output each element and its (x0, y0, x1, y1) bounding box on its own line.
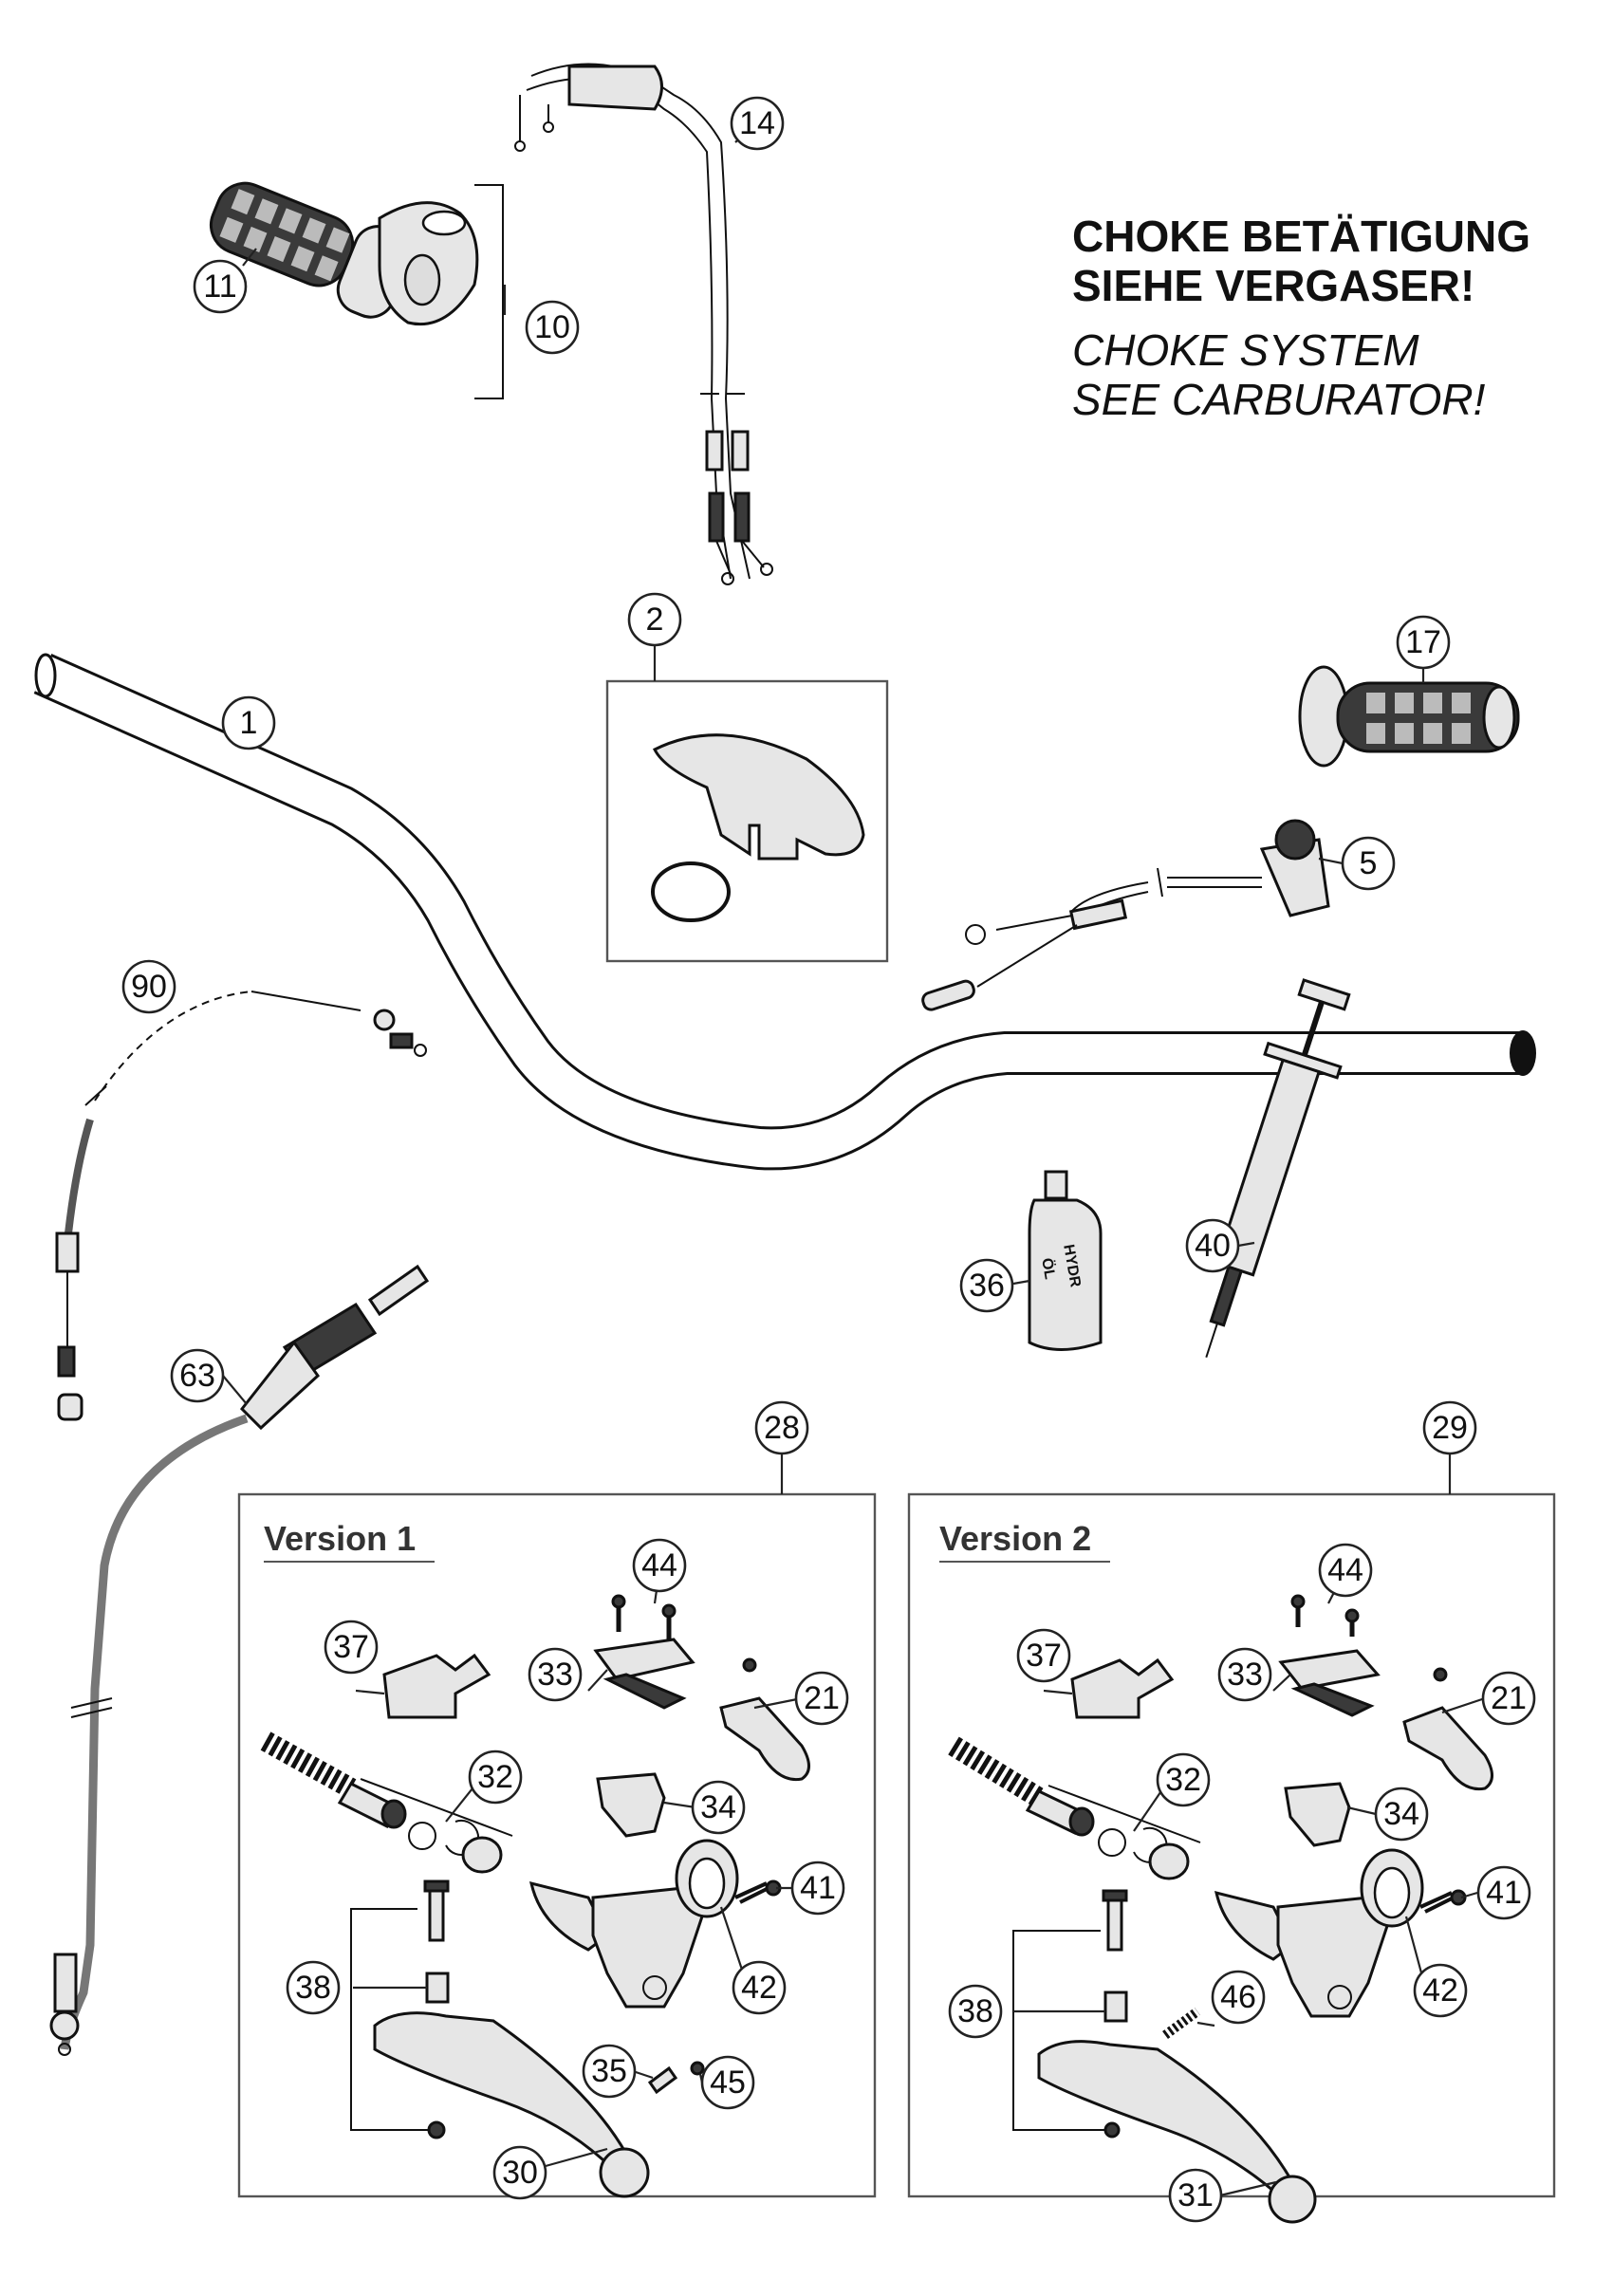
v1-callout-30: 30 (492, 2145, 547, 2200)
bottle-label-line2: ÖL (1038, 1256, 1060, 1280)
kill-switch-drawing (921, 819, 1330, 1011)
v2-callout-46: 46 (1211, 1970, 1266, 2025)
svg-text:34: 34 (1383, 1796, 1419, 1832)
svg-text:31: 31 (1177, 2177, 1214, 2213)
callout-63: 63 (170, 1348, 225, 1403)
svg-text:21: 21 (1491, 1680, 1527, 1716)
callout-29: 29 (1422, 1400, 1477, 1455)
callout-90: 90 (121, 959, 176, 1014)
svg-text:21: 21 (804, 1680, 840, 1716)
callout-11: 11 (193, 259, 248, 314)
v1-callout-44: 44 (632, 1538, 687, 1593)
svg-text:45: 45 (710, 2065, 746, 2101)
v2-callout-41: 41 (1476, 1865, 1531, 1920)
svg-text:14: 14 (739, 105, 775, 141)
svg-text:33: 33 (537, 1657, 573, 1693)
leader-lines (222, 122, 1486, 2197)
version2-label: Version 2 (939, 1519, 1091, 1558)
v2-callout-31: 31 (1168, 2168, 1223, 2223)
svg-text:63: 63 (179, 1358, 215, 1394)
throttle-cables-drawing (514, 63, 773, 585)
syringe-drawing (1205, 978, 1351, 1359)
svg-text:38: 38 (957, 1993, 993, 2029)
v1-callout-21: 21 (794, 1671, 849, 1726)
version2-box (907, 1492, 1556, 2198)
hydraulic-line-drawing (49, 1264, 430, 2056)
svg-text:44: 44 (1327, 1552, 1363, 1588)
right-grip-drawing (1298, 665, 1520, 768)
v2-callout-21: 21 (1481, 1671, 1536, 1726)
v2-callout-37: 37 (1016, 1628, 1071, 1683)
note-german-line2: SIEHE VERGASER! (1072, 261, 1474, 310)
callout-14: 14 (730, 96, 785, 151)
v1-callout-41: 41 (790, 1861, 845, 1916)
svg-text:1: 1 (240, 705, 258, 741)
svg-text:29: 29 (1432, 1410, 1468, 1446)
note-english-line2: SEE CARBURATOR! (1072, 375, 1486, 424)
svg-text:46: 46 (1220, 1979, 1256, 2015)
svg-text:40: 40 (1195, 1228, 1231, 1264)
svg-text:32: 32 (477, 1759, 513, 1795)
svg-text:41: 41 (1486, 1875, 1522, 1911)
svg-text:2: 2 (646, 602, 664, 638)
svg-text:5: 5 (1360, 845, 1378, 881)
svg-text:42: 42 (1422, 1972, 1458, 2009)
v1-callout-33: 33 (528, 1647, 583, 1702)
v1-callout-37: 37 (324, 1620, 379, 1675)
callout-10: 10 (525, 300, 580, 355)
callout-5: 5 (1341, 836, 1396, 891)
v2-callout-42: 42 (1413, 1963, 1468, 2018)
svg-text:35: 35 (591, 2053, 627, 2089)
svg-text:28: 28 (764, 1410, 800, 1446)
callout-2: 2 (627, 592, 682, 647)
svg-text:90: 90 (131, 969, 167, 1005)
v1-callout-32: 32 (468, 1750, 523, 1805)
handlebar-pad-drawing (605, 679, 889, 963)
svg-text:38: 38 (295, 1970, 331, 2006)
svg-text:17: 17 (1405, 624, 1441, 660)
v1-callout-42: 42 (732, 1960, 787, 2015)
version1-label: Version 1 (264, 1519, 416, 1558)
v1-callout-34: 34 (691, 1780, 746, 1835)
handlebar-drawing (33, 653, 1536, 1171)
svg-text:44: 44 (641, 1547, 677, 1583)
v2-callout-34: 34 (1374, 1787, 1429, 1842)
svg-text:37: 37 (333, 1629, 369, 1665)
v1-callout-38: 38 (286, 1960, 341, 2015)
note-german-line1: CHOKE BETÄTIGUNG (1072, 212, 1530, 261)
callout-28: 28 (754, 1400, 809, 1455)
v2-callout-33: 33 (1217, 1647, 1272, 1702)
note-english-line1: CHOKE SYSTEM (1072, 325, 1419, 375)
svg-text:34: 34 (700, 1789, 736, 1825)
svg-text:36: 36 (969, 1268, 1005, 1304)
svg-text:32: 32 (1165, 1762, 1201, 1798)
v2-callout-38: 38 (948, 1984, 1003, 2039)
v1-callout-45: 45 (700, 2055, 755, 2110)
svg-text:37: 37 (1026, 1638, 1062, 1674)
callout-40: 40 (1185, 1218, 1240, 1273)
choke-cable-drawing (55, 991, 427, 1421)
v1-callout-35: 35 (582, 2044, 637, 2099)
svg-text:42: 42 (741, 1970, 777, 2006)
v2-callout-44: 44 (1318, 1543, 1373, 1598)
v2-callout-32: 32 (1156, 1752, 1211, 1807)
version1-parts-drawing (260, 1594, 810, 2198)
throttle-grip-drawing (209, 181, 504, 399)
svg-text:11: 11 (203, 268, 236, 305)
callout-1: 1 (221, 695, 276, 750)
version2-parts-drawing (948, 1594, 1493, 2224)
svg-text:33: 33 (1227, 1657, 1263, 1693)
svg-text:41: 41 (800, 1870, 836, 1906)
svg-text:10: 10 (534, 309, 570, 345)
version1-box (237, 1492, 877, 2198)
svg-text:30: 30 (502, 2155, 538, 2191)
callout-36: 36 (959, 1258, 1014, 1313)
callout-17: 17 (1396, 615, 1451, 670)
oil-bottle-drawing: HYDR ÖL (1028, 1170, 1103, 1351)
